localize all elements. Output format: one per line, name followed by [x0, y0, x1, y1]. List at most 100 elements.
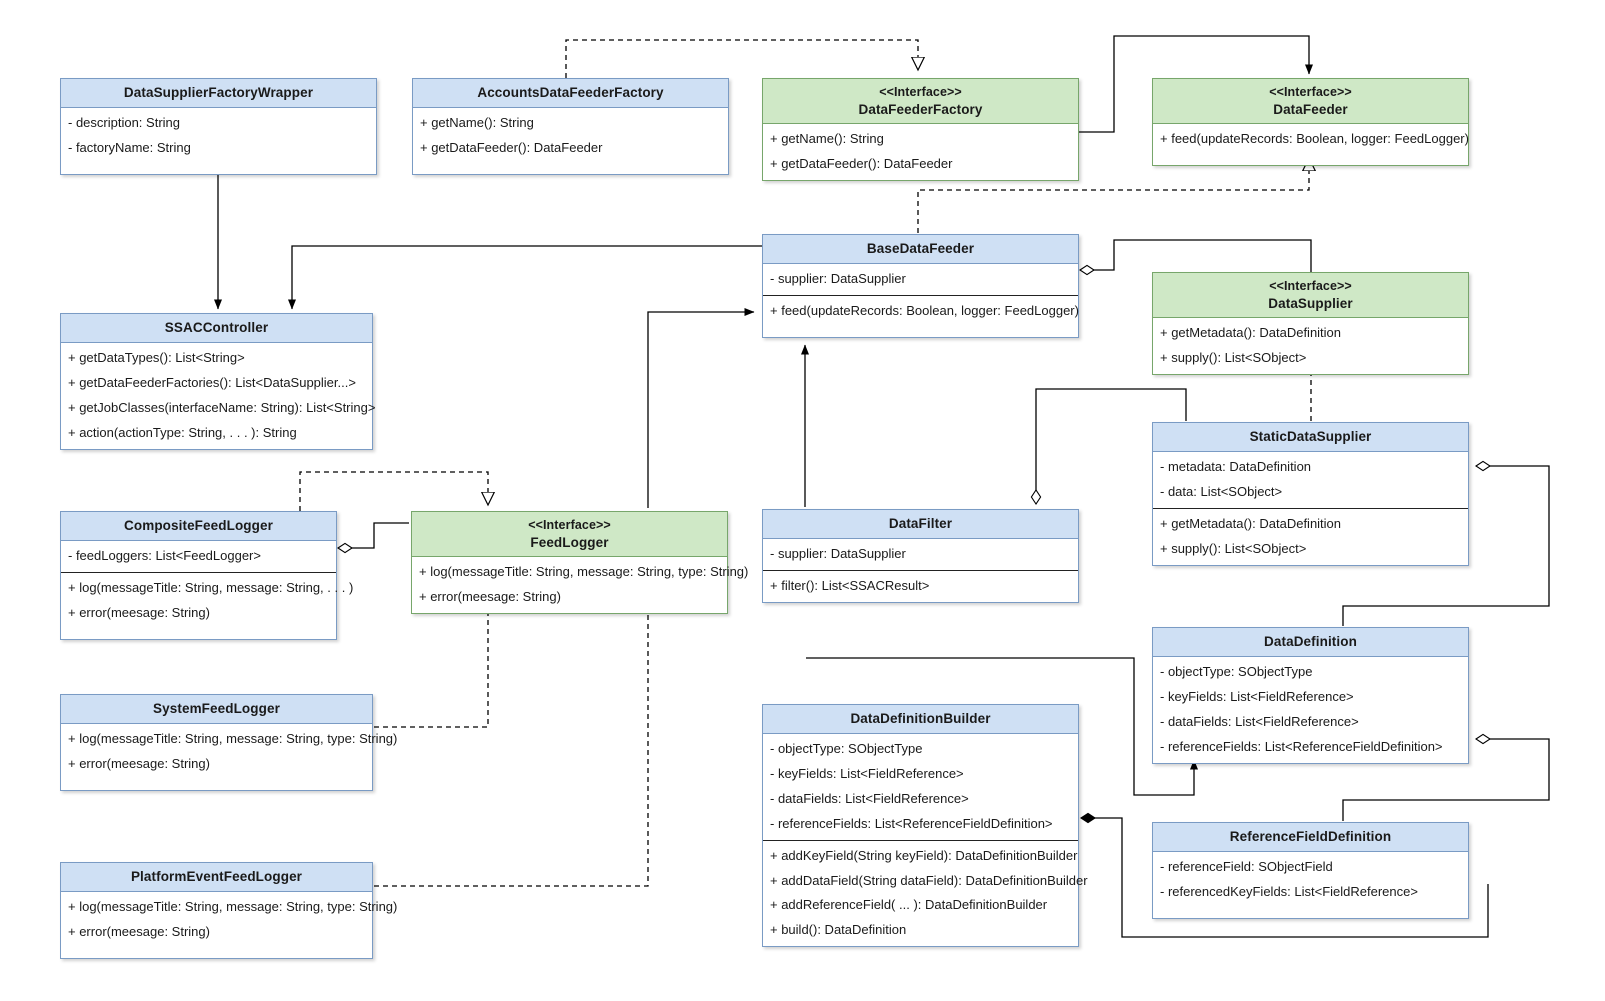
- operation-row: + addDataField(String dataField): DataDe…: [770, 872, 1088, 888]
- attributes-section: - supplier: DataSupplier: [763, 539, 1078, 570]
- attribute-row: - feedLoggers: List<FeedLogger>: [68, 547, 261, 563]
- attribute-row: - description: String: [68, 114, 180, 130]
- class-title-datafilter: DataFilter: [763, 510, 1078, 539]
- operations-section: + getName(): String + getDataFeeder(): D…: [763, 124, 1078, 180]
- operations-section: + log(messageTitle: String, message: Str…: [61, 724, 398, 790]
- operation-row: + getMetadata(): DataDefinition: [1160, 515, 1342, 531]
- class-box-compositefeedlogger[interactable]: CompositeFeedLogger - feedLoggers: List<…: [60, 511, 353, 640]
- attributes-section: - objectType: SObjectType - keyFields: L…: [763, 734, 1078, 840]
- stereotype-text: <<Interface>>: [1269, 279, 1352, 293]
- class-name-text: BaseDataFeeder: [866, 241, 975, 256]
- class-box-datadefinitionbuilder[interactable]: DataDefinitionBuilder - objectType: SObj…: [762, 704, 1088, 948]
- filler-row: [61, 161, 376, 171]
- operation-row: + error(meesage: String): [68, 755, 210, 771]
- filler-row: [413, 161, 728, 171]
- class-name-text: CompositeFeedLogger: [124, 518, 273, 533]
- attributes-section: - description: String - factoryName: Str…: [61, 108, 376, 174]
- class-box-datadefinition[interactable]: DataDefinition - objectType: SObjectType…: [1152, 627, 1469, 764]
- operation-row: + getDataFeederFactories(): List<DataSup…: [68, 374, 356, 390]
- operation-row: + getMetadata(): DataDefinition: [1160, 325, 1342, 341]
- class-title-ssaccontroller: SSACController: [61, 314, 372, 343]
- class-box-datasupplier[interactable]: <<Interface>> DataSupplier + getMetadata…: [1152, 272, 1469, 376]
- attribute-row: - objectType: SObjectType: [1160, 663, 1313, 679]
- operation-row: + getDataFeeder(): DataFeeder: [770, 156, 953, 172]
- class-box-staticdatasupplier[interactable]: StaticDataSupplier - metadata: DataDefin…: [1152, 422, 1469, 566]
- attribute-row: - metadata: DataDefinition: [1160, 458, 1312, 474]
- attributes-section: - referenceField: SObjectField - referen…: [1153, 852, 1468, 918]
- operations-section: + log(messageTitle: String, message: Str…: [61, 571, 353, 639]
- operation-row: + getJobClasses(interfaceName: String): …: [68, 399, 376, 415]
- operation-row: + addReferenceField( ... ): DataDefiniti…: [770, 897, 1048, 913]
- class-title-datasupplier: <<Interface>> DataSupplier: [1153, 273, 1468, 319]
- operation-row: + build(): DataDefinition: [770, 922, 907, 938]
- class-name-text: FeedLogger: [530, 534, 609, 550]
- class-name-text: AccountsDataFeederFactory: [477, 85, 664, 100]
- class-name-text: DataFeederFactory: [858, 101, 983, 117]
- attribute-row: - referenceFields: List<ReferenceFieldDe…: [770, 815, 1053, 831]
- operation-row: + getDataTypes(): List<String>: [68, 349, 245, 365]
- attribute-row: - supplier: DataSupplier: [770, 270, 906, 286]
- operations-section: + log(messageTitle: String, message: Str…: [61, 892, 398, 958]
- class-title-systemfeedlogger: SystemFeedLogger: [61, 695, 372, 724]
- class-name-text: DataSupplier: [1268, 295, 1353, 311]
- class-name-text: DataDefinitionBuilder: [850, 711, 991, 726]
- edge-compositefeedlogger-realizes-feedlogger: [299, 471, 488, 511]
- class-name-text: ReferenceFieldDefinition: [1229, 829, 1392, 844]
- class-name-text: SSACController: [164, 320, 269, 335]
- operations-section: + getMetadata(): DataDefinition + supply…: [1153, 318, 1468, 374]
- class-name-text: StaticDataSupplier: [1249, 429, 1372, 444]
- class-box-referencefielddefinition[interactable]: ReferenceFieldDefinition - referenceFiel…: [1152, 822, 1469, 919]
- filler-row: [763, 324, 1078, 334]
- class-box-feedlogger[interactable]: <<Interface>> FeedLogger + log(messageTi…: [411, 511, 748, 615]
- operations-section: + addKeyField(String keyField): DataDefi…: [763, 839, 1088, 947]
- stereotype-text: <<Interface>>: [879, 85, 962, 99]
- class-title-datadefinition: DataDefinition: [1153, 628, 1468, 657]
- attribute-row: - referenceField: SObjectField: [1160, 858, 1333, 874]
- attribute-row: - keyFields: List<FieldReference>: [770, 765, 964, 781]
- class-box-ssaccontroller[interactable]: SSACController + getDataTypes(): List<St…: [60, 313, 376, 450]
- attribute-row: - dataFields: List<FieldReference>: [770, 790, 969, 806]
- operation-row: + error(meesage: String): [68, 923, 210, 939]
- operation-row: + feed(updateRecords: Boolean, logger: F…: [1160, 131, 1469, 147]
- attribute-row: - referencedKeyFields: List<FieldReferen…: [1160, 883, 1418, 899]
- attribute-row: - factoryName: String: [68, 139, 191, 155]
- operation-row: + error(meesage: String): [68, 604, 210, 620]
- operations-section: + getDataTypes(): List<String> + getData…: [61, 343, 376, 449]
- operation-row: + filter(): List<SSACResult>: [770, 577, 930, 593]
- class-box-datafilter[interactable]: DataFilter - supplier: DataSupplier + fi…: [762, 509, 1079, 603]
- class-box-datafeeder[interactable]: <<Interface>> DataFeeder + feed(updateRe…: [1152, 78, 1469, 167]
- class-title-referencefielddefinition: ReferenceFieldDefinition: [1153, 823, 1468, 852]
- class-name-text: SystemFeedLogger: [153, 701, 280, 716]
- filler-row: [61, 945, 372, 955]
- class-name-text: PlatformEventFeedLogger: [130, 869, 303, 884]
- class-box-datasupplierfactorywrapper[interactable]: DataSupplierFactoryWrapper - description…: [60, 78, 377, 175]
- class-box-datafeederfactory[interactable]: <<Interface>> DataFeederFactory + getNam…: [762, 78, 1079, 182]
- attributes-section: - metadata: DataDefinition - data: List<…: [1153, 452, 1468, 508]
- class-box-systemfeedlogger[interactable]: SystemFeedLogger + log(messageTitle: Str…: [60, 694, 398, 791]
- filler-row: [1153, 905, 1468, 915]
- attribute-row: - data: List<SObject>: [1160, 483, 1283, 499]
- class-name-text: DataFeeder: [1273, 101, 1348, 117]
- operation-row: + log(messageTitle: String, message: Str…: [68, 730, 398, 746]
- attributes-section: - objectType: SObjectType - keyFields: L…: [1153, 657, 1468, 763]
- class-title-datafeeder: <<Interface>> DataFeeder: [1153, 79, 1468, 125]
- edge-systemfeedlogger-realizes-feedlogger: [374, 597, 488, 728]
- class-title-feedlogger: <<Interface>> FeedLogger: [412, 512, 727, 558]
- filler-row: [1153, 152, 1468, 162]
- class-box-accountsdatafeederfactory[interactable]: AccountsDataFeederFactory + getName(): S…: [412, 78, 729, 175]
- filler-row: [61, 777, 372, 787]
- attribute-row: - objectType: SObjectType: [770, 740, 923, 756]
- class-box-basedatafeeder[interactable]: BaseDataFeeder - supplier: DataSupplier …: [762, 234, 1079, 338]
- class-name-text: DataSupplierFactoryWrapper: [123, 85, 314, 100]
- operations-section: + feed(updateRecords: Boolean, logger: F…: [763, 294, 1079, 337]
- operation-row: + getName(): String: [770, 131, 884, 147]
- operations-section: + filter(): List<SSACResult>: [763, 569, 1078, 602]
- edge-platformeventfeedlogger-realizes-feedlogger: [374, 597, 648, 887]
- attribute-row: - supplier: DataSupplier: [770, 545, 906, 561]
- operations-section: + feed(updateRecords: Boolean, logger: F…: [1153, 124, 1469, 165]
- class-box-platformeventfeedlogger[interactable]: PlatformEventFeedLogger + log(messageTit…: [60, 862, 398, 959]
- class-title-staticdatasupplier: StaticDataSupplier: [1153, 423, 1468, 452]
- operation-row: + log(messageTitle: String, message: Str…: [68, 898, 398, 914]
- class-title-compositefeedlogger: CompositeFeedLogger: [61, 512, 336, 541]
